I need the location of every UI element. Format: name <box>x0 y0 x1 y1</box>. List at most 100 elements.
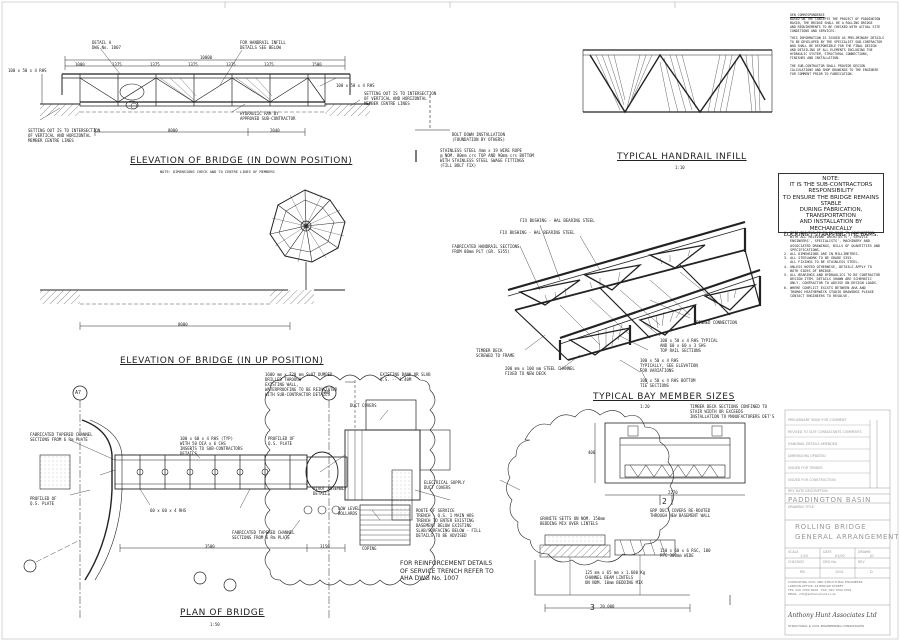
revision-2: HANDRAIL DETAILS AMENDED <box>788 442 838 446</box>
firm-name: Anthony Hunt Associates Ltd <box>788 612 877 619</box>
callout-plan-service: ROUTE OF SERVICE TRENCH - Q.S. 1 MAIN HO… <box>416 508 482 538</box>
revision-4: ISSUED FOR TENDER <box>788 466 823 470</box>
grid-flag-a8: A8 <box>324 390 331 396</box>
callout-plan-rhs: 60 x 60 x 4 RHS <box>150 508 187 513</box>
callout-setting-out-left: SETTING OUT IS TO INTERSECTION OF VERTIC… <box>28 128 101 143</box>
callout-steel-deck: 200 mm x 100 mm STEEL CHANNEL FIXED TO N… <box>505 366 575 376</box>
general-notes: GEN CORRESPONDENCE BASED ON THE CONCEPTS… <box>790 13 890 77</box>
grid-flag-a7: A7 <box>75 390 82 396</box>
dim-top-0: 1000 <box>75 62 85 67</box>
dim-up-span: 8000 <box>178 322 188 327</box>
dim-overall: 10000 <box>200 55 213 60</box>
note-line-8: 4. UNLESS NOTED OTHERWISE, DETAILS APPLY… <box>784 264 872 269</box>
plan-view <box>23 374 451 620</box>
bay-isometric-view <box>507 220 762 385</box>
dim-top-3: 1375 <box>188 62 198 67</box>
note-line-0: 1. THIS DRAWING IS TO BE READ IN CONJUNC… <box>784 231 874 235</box>
field-checked-value: RB <box>800 570 805 574</box>
note-line-1: WITH ALL RELEVANT ARCHITECTS', SERVICE <box>784 235 868 240</box>
callout-bay-channel: 150 x 60 x 6 RSC, 100 PFC 300mm WIDE <box>660 548 711 558</box>
callout-detail-a: DETAIL A DWG No. 1007 <box>92 40 121 50</box>
note-line-12: ONLY. CONTRACTOR TO ADVISE ON DESIGN LOA… <box>784 281 878 286</box>
drawing-title-label: DRAWING TITLE <box>788 505 814 509</box>
bay-title: TYPICAL BAY MEMBER SIZES <box>593 392 735 402</box>
field-date-value: 03/02 <box>835 554 846 558</box>
callout-plan-member: 100 x 60 x 4 RHS (TYP) WITH 50 DIA x 6 C… <box>180 436 243 456</box>
firm-subtitle: STRUCTURAL & CIVIL ENGINEERING CONSULTAN… <box>788 624 865 628</box>
callout-plan-reinforce: FOR REINFORCEMENT DETAILS OF SERVICE TRE… <box>400 560 494 582</box>
callout-shs-left: 100 x 50 x 4 RHS <box>8 68 47 73</box>
callout-member-1: 100 x 50 x 4 RHS TYPICAL AND 60 x 60 x 3… <box>660 338 718 353</box>
callout-plan-tapered-1: FABRICATED TAPERED CHANNEL SECTIONS FROM… <box>30 432 93 442</box>
revision-5: ISSUED FOR CONSTRUCTION <box>788 478 836 482</box>
field-date-label: DATE <box>823 550 832 554</box>
callout-fix-bushing-2: FIX BUSHING - HAL BEARING STEEL <box>500 230 575 235</box>
note-line-4: SPECIFICATIONS. <box>784 247 821 252</box>
callout-bay-dim-2: 20,000 <box>600 604 615 609</box>
note-line-6: 3. ALL STEELWORK TO BE GRADE S355. <box>784 256 854 261</box>
callout-plan-electrical: ELECTRICAL SUPPLY DUCT COVERS <box>424 480 465 490</box>
callout-fix-bushing-1: FIX BUSHING - HAL BEARING STEEL <box>520 218 595 223</box>
dim-bottom-a: 8000 <box>168 128 178 133</box>
numbered-notes: 1. THIS DRAWING IS TO BE READ IN CONJUNC… <box>784 231 888 298</box>
dim-bottom-b: 2040 <box>270 128 280 133</box>
callout-shs-right: 100 x 50 x 4 RHS <box>336 83 375 88</box>
callout-bay-dim-1: 2270 <box>668 490 678 495</box>
general-notes-text: BASED ON THE CONCEPTS THE PROJECT OF PAD… <box>790 16 885 76</box>
field-rev-value: D <box>870 570 873 574</box>
general-notes-heading: GEN CORRESPONDENCE <box>790 13 825 17</box>
callout-plan-lowlevel: LOW LEVEL BOLLARDS <box>338 506 360 516</box>
field-drg-value: 1001 <box>835 570 844 574</box>
note-line-11: DESIGN ITEM. DETAILS SHOWN ARE SCHEMATIC <box>784 277 872 282</box>
drawing-title-line-2: GENERAL ARRANGEMENT <box>795 533 900 541</box>
field-checked-label: CHECKED <box>788 560 804 564</box>
dim-top-6: 1500 <box>312 62 322 67</box>
callout-setting-out: SETTING OUT IS TO INTERSECTION OF VERTIC… <box>364 91 437 106</box>
handrail-infill-view <box>582 49 773 114</box>
note-line-3: ASSOCIATED DRAWINGS, BILLS OF QUANTITIES… <box>784 243 880 248</box>
handrail-title: TYPICAL HANDRAIL INFILL <box>617 152 747 162</box>
dim-top-4: 1375 <box>226 62 236 67</box>
section-marker-3: 3 <box>590 603 595 612</box>
dim-plan-a: 3500 <box>205 544 215 549</box>
drawing-title-line-1: ROLLING BRIDGE <box>795 523 867 531</box>
revision-0: PRELIMINARY ISSUE FOR COMMENT <box>788 418 847 422</box>
revision-1: REVISED TO SUIT CONSULTANTS COMMENTS <box>788 430 862 434</box>
elevation-up-title: ELEVATION OF BRIDGE (IN UP POSITION) <box>120 356 324 366</box>
note-line-7: ALL FIXINGS TO BE STAINLESS STEEL. <box>784 260 860 265</box>
revision-heading: REV DATE DESCRIPTION <box>788 489 828 493</box>
firm-address: CONSULTING CIVIL AND STRUCTURAL ENGINEER… <box>788 580 863 596</box>
elevation-down-view <box>39 47 370 136</box>
project-name: PADDINGTON BASIN <box>788 496 872 504</box>
callout-bay-grating: GRP DUCT COVERS RE-ROUTED THROUGH NEW BA… <box>650 508 711 518</box>
callout-pinned: PINNED CONNECTION <box>696 320 737 325</box>
dim-top-5: 1375 <box>264 62 274 67</box>
callout-bolt-down: BOLT DOWN INSTALLATION (FOUNDATION BY OT… <box>452 132 505 142</box>
callout-member-3: 100 x 50 x 4 RHS BOTTOM TIE SECTIONS <box>640 378 696 388</box>
plan-scale: 1:50 <box>210 622 220 627</box>
revision-3: DIMENSIONS UPDATED <box>788 454 826 458</box>
field-scale-label: SCALE <box>788 550 799 554</box>
note-line-2: ENGINEERS', SPECIALISTS', MACHINERY AND <box>784 239 870 244</box>
callout-plan-existing: EXISTING BANK OR SLAB Q.S. -- 1.40M <box>380 372 431 382</box>
revision-list: PRELIMINARY ISSUE FOR COMMENT REVISED TO… <box>788 414 868 486</box>
callout-plan-profiled: PROFILED OF Q.S. PLATE <box>30 496 57 506</box>
elevation-down-title: ELEVATION OF BRIDGE (IN DOWN POSITION) <box>130 156 353 166</box>
bay-scale: 1:20 <box>640 404 650 409</box>
callout-bay-deck-1: GRANITE SETTS ON NOM. 150mm BEDDING MIX … <box>540 516 606 526</box>
field-drawn-value: JG <box>870 554 874 558</box>
field-drawn-label: DRAWN <box>858 550 871 554</box>
callout-fabricated: FABRICATED HANDRAIL SECTIONS FROM 80mm P… <box>452 244 520 254</box>
callout-bay-note: TIMBER DECK SECTIONS CONFINED TO STAIR W… <box>690 404 775 419</box>
note-line-13: 6. WHERE CONFLICT EXISTS BETWEEN AHA AND <box>784 285 866 290</box>
callout-bay-dim-3: 400 <box>588 450 596 455</box>
note-line-15: CONTACT ENGINEERS TO RESOLVE. <box>784 294 850 299</box>
callout-plan-tapered-2: FABRICATED TAPERED CHANNEL SECTIONS FROM… <box>232 530 295 540</box>
note-line-5: 2. ALL DIMENSIONS ARE IN MILLIMETRES. <box>784 252 860 257</box>
field-scale-value: 1:50 <box>800 554 808 558</box>
callout-plan-duct: DUCT COVERS <box>350 403 377 408</box>
note-line-14: THOMAS HEATHERWICK STUDIO DRAWINGS PLEAS… <box>784 289 874 294</box>
callout-plan-pivot: PIVOT ASSEMBLY DETAILS <box>313 486 347 496</box>
elevation-down-note: NOTE: DIMENSIONS CHECK AND TO CENTRE LIN… <box>160 170 275 174</box>
